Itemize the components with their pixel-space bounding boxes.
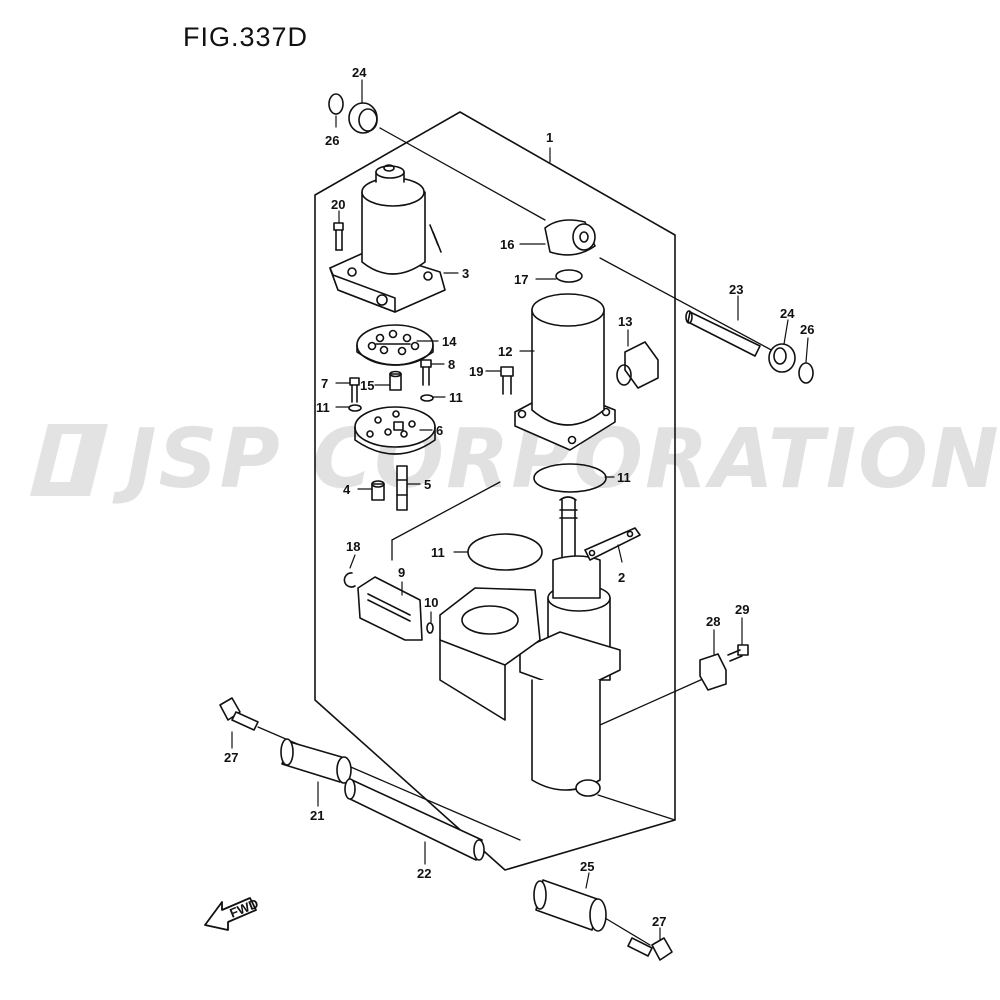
callout-6: 6 bbox=[436, 423, 443, 438]
o-ring-large-upper bbox=[533, 463, 607, 493]
bolt-27-lower bbox=[627, 937, 673, 961]
collar-16 bbox=[544, 219, 596, 256]
callout-27-left: 27 bbox=[224, 750, 238, 765]
motor bbox=[329, 164, 446, 313]
leader-lines bbox=[231, 79, 809, 941]
callout-23: 23 bbox=[729, 282, 743, 297]
callout-4: 4 bbox=[343, 482, 351, 497]
callout-11-valve-ring-left: 11 bbox=[316, 400, 330, 415]
callout-28: 28 bbox=[706, 614, 720, 629]
callout-13: 13 bbox=[618, 314, 632, 329]
filler-plug-13 bbox=[616, 341, 659, 389]
check-valve-15 bbox=[389, 370, 402, 391]
callout-17: 17 bbox=[514, 272, 528, 287]
callout-12: 12 bbox=[498, 344, 512, 359]
callout-22: 22 bbox=[417, 866, 431, 881]
fwd-arrow bbox=[204, 897, 257, 931]
screw-7 bbox=[349, 377, 360, 403]
manual-valve-9 bbox=[357, 576, 423, 641]
valve-body bbox=[354, 406, 436, 455]
o-ring-large-lower bbox=[467, 533, 543, 571]
screw-20 bbox=[333, 222, 344, 251]
pump-plate bbox=[356, 324, 434, 366]
reservoir bbox=[514, 293, 616, 451]
callout-16: 16 bbox=[500, 237, 514, 252]
bushing-21 bbox=[280, 738, 352, 784]
axis-line-pin bbox=[599, 257, 791, 361]
callout-3: 3 bbox=[462, 266, 469, 281]
bushing-25 bbox=[533, 879, 607, 932]
tube-22 bbox=[344, 778, 485, 861]
callout-14: 14 bbox=[442, 334, 457, 349]
callout-19: 19 bbox=[469, 364, 483, 379]
pin-23 bbox=[685, 310, 761, 357]
screw-19 bbox=[500, 366, 514, 395]
snap-ring-18 bbox=[343, 572, 356, 588]
o-ring-small-a bbox=[348, 404, 362, 412]
axis-line-bolt bbox=[599, 914, 651, 946]
valve-group-bracket bbox=[391, 481, 501, 541]
ring-26-top bbox=[328, 93, 344, 115]
washer-17 bbox=[555, 269, 583, 283]
figure-title: FIG.337D bbox=[183, 22, 309, 52]
callout-24-right: 24 bbox=[780, 306, 795, 321]
callout-26-top: 26 bbox=[325, 133, 339, 148]
trim-cylinder bbox=[519, 496, 621, 797]
lower-housing bbox=[439, 587, 541, 721]
callout-11-reservoir-ring: 11 bbox=[617, 470, 631, 485]
callout-27-lower: 27 bbox=[652, 914, 666, 929]
bushing-24-top bbox=[348, 102, 378, 134]
callout-7: 7 bbox=[321, 376, 328, 391]
bolt-29 bbox=[727, 644, 749, 662]
callout-1: 1 bbox=[546, 130, 553, 145]
callout-11-valve-ring-right: 11 bbox=[449, 390, 463, 405]
bushing-24-right bbox=[768, 343, 796, 373]
callout-8: 8 bbox=[448, 357, 455, 372]
axis-line-bottom bbox=[597, 794, 676, 821]
callout-29: 29 bbox=[735, 602, 749, 617]
callout-15: 15 bbox=[360, 378, 374, 393]
valve-5 bbox=[396, 465, 408, 511]
bolt-27-left bbox=[219, 697, 259, 731]
ring-26-right bbox=[798, 362, 814, 384]
callout-2: 2 bbox=[618, 570, 625, 585]
spacer-28 bbox=[699, 653, 727, 691]
axis-line-top bbox=[379, 127, 546, 221]
callout-21: 21 bbox=[310, 808, 324, 823]
callout-11-housing-ring: 11 bbox=[431, 545, 445, 560]
callout-9: 9 bbox=[398, 565, 405, 580]
screw-8 bbox=[420, 359, 432, 386]
callout-10: 10 bbox=[424, 595, 438, 610]
callout-24-top: 24 bbox=[352, 65, 367, 80]
callout-25: 25 bbox=[580, 859, 594, 874]
axis-line-lower-right bbox=[599, 677, 706, 726]
fwd-label: FWD bbox=[228, 896, 261, 921]
callout-5: 5 bbox=[424, 477, 431, 492]
clip-2 bbox=[584, 527, 641, 561]
callout-20: 20 bbox=[331, 197, 345, 212]
plug-4 bbox=[371, 480, 385, 501]
callout-18: 18 bbox=[346, 539, 360, 554]
callouts: 1 2 3 4 5 6 7 8 9 10 11 11 11 11 12 13 1… bbox=[224, 65, 814, 929]
o-ring-small-b bbox=[420, 394, 434, 402]
callout-26-right: 26 bbox=[800, 322, 814, 337]
o-ring-10 bbox=[426, 622, 434, 634]
